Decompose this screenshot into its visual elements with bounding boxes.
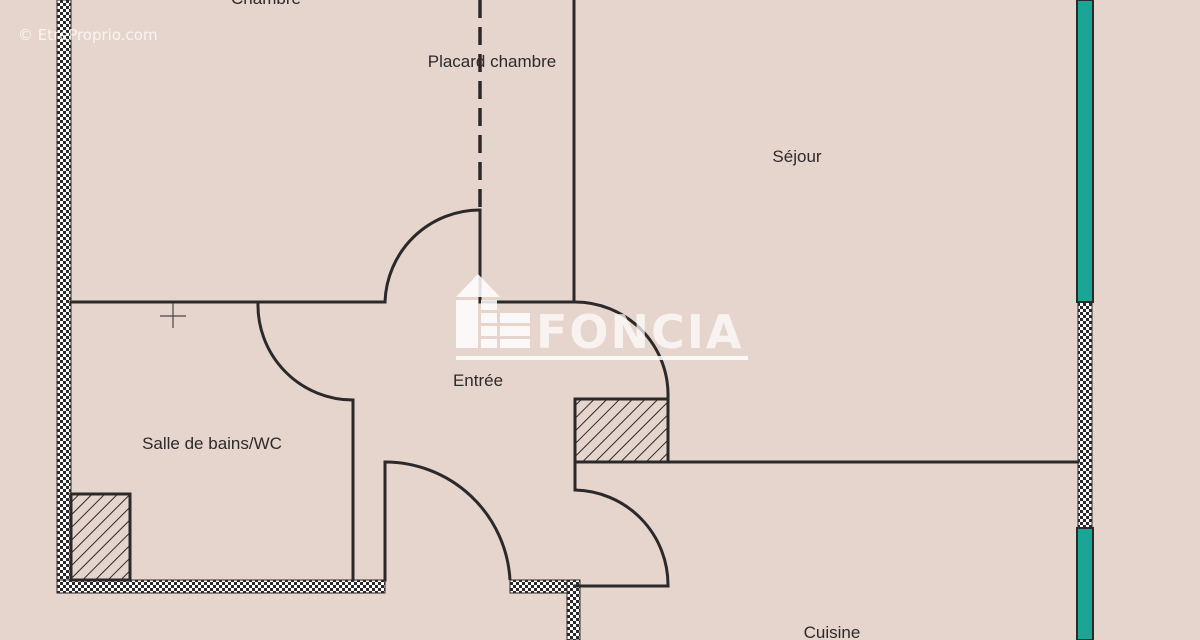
- crosshair-icon: [160, 303, 186, 328]
- window-cuisine: [1076, 527, 1094, 640]
- windows: [1076, 0, 1094, 640]
- exterior-wall-left: [56, 0, 72, 593]
- interior-walls: [69, 0, 1080, 588]
- duct-sdb: [69, 492, 132, 582]
- label-entree: Entrée: [453, 371, 503, 390]
- watermark-text: © EtreProprio.com: [18, 26, 158, 44]
- label-cuisine: Cuisine: [804, 623, 861, 640]
- exterior-wall-stub: [566, 579, 581, 640]
- house-icon: [456, 274, 530, 348]
- duct-entree: [573, 397, 670, 464]
- label-placard: Placard chambre: [428, 52, 557, 71]
- window-sejour: [1076, 0, 1094, 303]
- brand-underline: [456, 356, 748, 360]
- label-sejour: Séjour: [772, 147, 821, 166]
- brand-name: FONCIA: [536, 305, 744, 359]
- brand-logo: FONCIA: [456, 274, 748, 360]
- door-sdb: [256, 301, 354, 402]
- exterior-wall-right-middle: [1077, 301, 1093, 529]
- door-chambre: [383, 208, 481, 303]
- door-sejour: [574, 300, 670, 399]
- door-arcs: [256, 208, 670, 587]
- room-labels: Chambre Placard chambre Séjour Entrée Sa…: [142, 0, 860, 640]
- door-cuisine: [574, 488, 670, 587]
- ducts: [69, 397, 670, 582]
- door-entrance: [384, 460, 512, 581]
- label-chambre: Chambre: [231, 0, 301, 8]
- label-sdb: Salle de bains/WC: [142, 434, 282, 453]
- exterior-wall-bottom-left: [56, 579, 386, 594]
